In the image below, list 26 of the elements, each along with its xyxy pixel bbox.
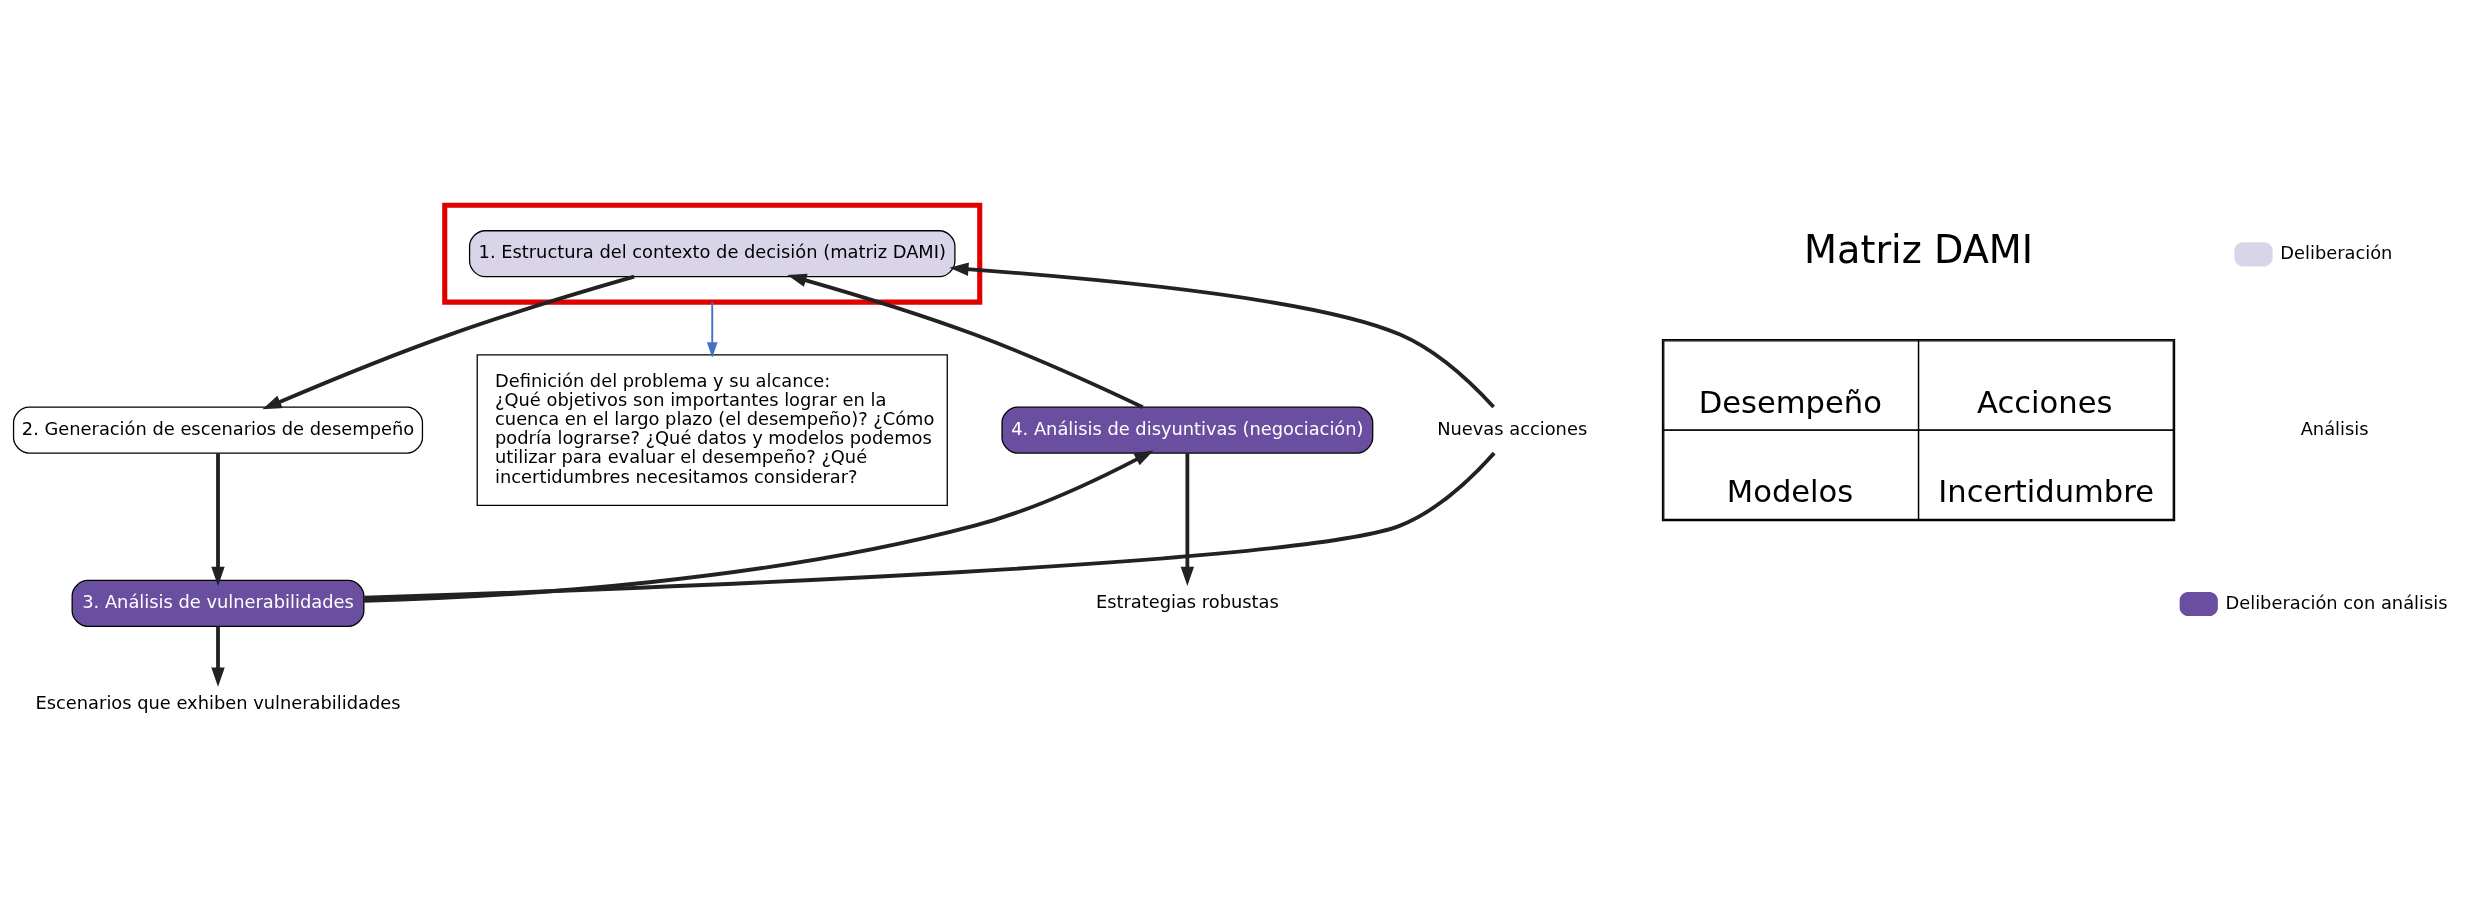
node-text: Nuevas acciones bbox=[1437, 417, 1588, 439]
node-text: Escenarios que exhiben vulnerabilidades bbox=[35, 691, 401, 713]
arrow bbox=[262, 274, 635, 409]
legend-label: Deliberación con análisis bbox=[2225, 591, 2448, 613]
legend-label: Análisis bbox=[2300, 417, 2369, 439]
node-box: 4. Análisis de disyuntivas (negociación) bbox=[1001, 406, 1374, 454]
label: Acciones bbox=[1977, 384, 2113, 420]
legend-label: Deliberación bbox=[2280, 241, 2393, 263]
node-text: Estrategias robustas bbox=[1095, 590, 1279, 612]
label: Incertidumbre bbox=[1938, 473, 2154, 509]
arrow bbox=[211, 452, 225, 586]
connector bbox=[364, 451, 1496, 600]
arrow bbox=[706, 300, 718, 358]
node-box: 1. Estructura del contexto de decisión (matriz DAMI) bbox=[468, 229, 956, 277]
arrow bbox=[1180, 452, 1195, 586]
arrow bbox=[364, 450, 1154, 603]
label: Matriz DAMI bbox=[1804, 227, 2034, 272]
arrow bbox=[211, 625, 225, 687]
node-box: 3. Análisis de vulnerabilidades bbox=[71, 579, 365, 627]
node-box: 2. Generación de escenarios de desempeño bbox=[12, 406, 424, 454]
arrow bbox=[949, 262, 1496, 408]
cluster bbox=[442, 202, 983, 305]
arrow bbox=[787, 273, 1144, 409]
label: Desempeño bbox=[1698, 384, 1882, 420]
label: Modelos bbox=[1726, 473, 1854, 509]
node-box: Definición del problema y su alcance: ¿Qué objetivos son importantes lograr en la cuenca en el largo plazo (el desempeño)? ¿Cómo podría lograrse? ¿Qué datos y modelos podemos utilizar para evaluar el desempeño? ¿Qué incertidumbres necesitamos considerar? bbox=[476, 353, 948, 506]
